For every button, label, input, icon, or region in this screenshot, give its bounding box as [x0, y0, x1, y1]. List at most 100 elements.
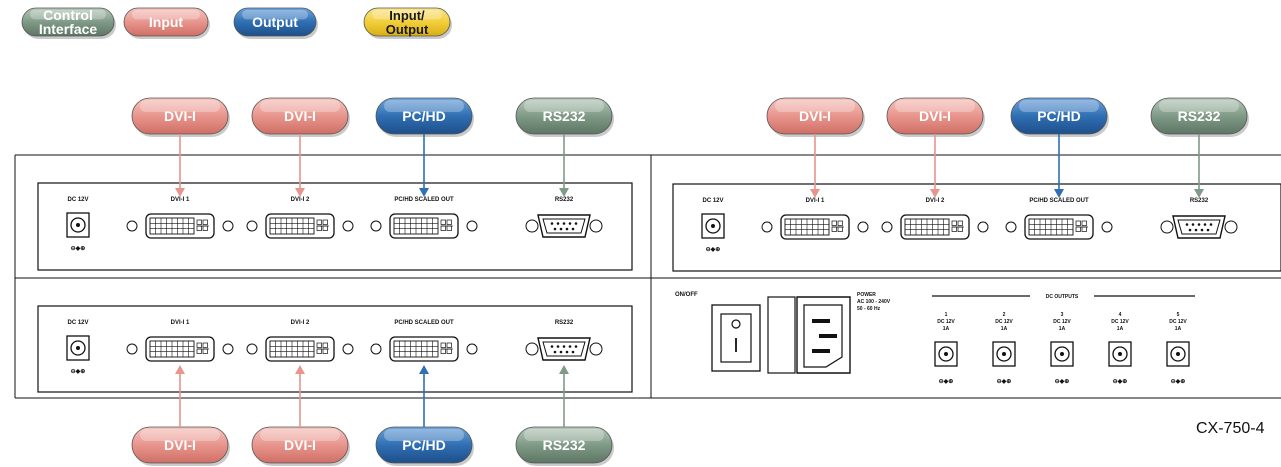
- io-panel-3-rs232-port-pin: [1194, 228, 1198, 232]
- dc-output-3-jack: ⊖◆⊕: [1050, 341, 1074, 385]
- iec-pin-earth: [819, 334, 837, 338]
- legend-pill-output-gloss: [242, 10, 308, 20]
- io-panel-3-dc-jack: ⊖◆⊕: [701, 213, 725, 253]
- bottom-left-arrow-dvi1-head: [175, 365, 185, 374]
- io-panel-1-dvi2-led-right: [342, 220, 354, 232]
- dc-output-4-number: 4: [1119, 312, 1122, 318]
- bottom-left-pill-dvi1: DVI-I: [131, 426, 230, 466]
- top-right-pill-dvi2-gloss: [895, 100, 975, 112]
- legend-pill-output: Output: [233, 7, 318, 39]
- top-right-pill-dvi2: DVI-I: [886, 97, 985, 137]
- legend-pill-input-body: [123, 7, 209, 37]
- io-panel-1-rs232-port-pin: [568, 222, 572, 225]
- top-right-arrow-dvi2-head: [930, 189, 940, 198]
- top-right-pill-pchd-gloss: [1019, 100, 1099, 112]
- dc-output-1-current: 1A: [943, 326, 950, 332]
- legend-pill-io-body: [363, 7, 451, 37]
- top-right-arrow-dvi2: [930, 134, 940, 198]
- io-panel-1-label-rs232: RS232: [555, 197, 574, 203]
- io-panel-3-pchd-port: [1024, 214, 1094, 240]
- io-panel-2-label-pchd-out: PC/HD SCALED OUT: [394, 320, 454, 326]
- io-panel-3-dvi1-led-right: [857, 221, 869, 233]
- top-right-arrow-dvi1: [810, 134, 820, 198]
- io-panel-1-rs232-port-pin: [574, 222, 578, 225]
- top-right-pill-rs232-label: RS232: [1178, 108, 1221, 124]
- power-label-1: POWER: [857, 292, 876, 298]
- io-panel-2-rs232-port-pin: [568, 345, 572, 348]
- io-panel-1-dvi1-led-right: [222, 220, 234, 232]
- legend-pill-input-gloss: [132, 10, 200, 20]
- io-panel-3-dc-jack-pin: [711, 224, 715, 228]
- io-panel-2-pchd-port-analog-pin: [446, 348, 452, 354]
- io-panel-1-pchd-port-analog-pin: [446, 219, 452, 225]
- bottom-left-arrow-dvi1: [175, 365, 185, 427]
- io-panel-2-dvi2-port-analog-pin: [322, 342, 328, 348]
- io-panel-1-rs232-port-screw-right: [589, 219, 603, 233]
- io-panel-2-label-dvi2: DVI-I 2: [291, 320, 310, 326]
- top-right-pill-dvi2-label: DVI-I: [919, 108, 951, 124]
- dc-output-3-number: 3: [1061, 312, 1064, 318]
- legend-pill-control-body: [21, 7, 115, 37]
- io-panel-3-pchd-port-analog-pin: [1075, 220, 1081, 226]
- top-right-pill-dvi1-label: DVI-I: [799, 108, 831, 124]
- io-panel-3-dc-jack-polarity: ⊖◆⊕: [706, 246, 721, 253]
- io-panel-3-dvi2-port-analog-pin: [957, 220, 963, 226]
- bottom-left-pill-pchd-label: PC/HD: [402, 437, 446, 453]
- dc-output-2-jack: ⊖◆⊕: [992, 341, 1016, 385]
- io-panel-2-label-dc12v: DC 12V: [67, 320, 88, 326]
- top-left-pill-dvi2-label: DVI-I: [284, 108, 316, 124]
- io-panel-3-label-dvi2: DVI-I 2: [926, 198, 945, 204]
- io-panel-3-dvi1-port: [780, 214, 850, 240]
- bottom-left-arrow-pchd: [419, 365, 429, 427]
- io-panel-1-dvi1-port-analog-pin: [202, 225, 208, 231]
- io-panel-2-pchd-port-analog-pin: [440, 348, 446, 354]
- io-panel-2-rs232-port-pin: [562, 345, 566, 348]
- io-panel-3-rs232-port-pin: [1203, 223, 1207, 226]
- io-panel-1-rs232-port-face: [542, 218, 586, 234]
- legend-pill-control-label-2: Interface: [39, 21, 98, 37]
- io-panel-3-dvi1-led-left: [761, 221, 773, 233]
- dc-output-2-jack-polarity: ⊖◆⊕: [997, 378, 1012, 385]
- top-right-pill-dvi1: DVI-I: [766, 97, 865, 137]
- io-panel-1-rs232-port-screw-left: [525, 219, 539, 233]
- bottom-left-pill-dvi2-label: DVI-I: [284, 437, 316, 453]
- legend-pill-io: Input/Output: [363, 7, 452, 39]
- io-panel-2-dvi1-port-analog-pin: [196, 348, 202, 354]
- io-panel-1-dvi2-port-analog-pin: [316, 225, 322, 231]
- io-panel-1-dc-jack-pin: [76, 223, 80, 227]
- io-panel-2-pchd-port: [389, 336, 459, 362]
- model-label: CX-750-4: [1196, 420, 1265, 437]
- io-panel-3-rs232-port: [1160, 215, 1238, 239]
- top-left-arrow-dvi2: [295, 134, 305, 197]
- bottom-left-pill-dvi1-label: DVI-I: [164, 437, 196, 453]
- io-panel-2-dvi1-port-analog-pin: [202, 342, 208, 348]
- device-frame: [14, 154, 1281, 399]
- bottom-left-arrow-dvi2-head: [295, 365, 305, 374]
- io-panel-3-pchd-port-analog-pin: [1081, 220, 1087, 226]
- io-panel-2-dvi2-led-left: [246, 343, 258, 355]
- io-panel-2-dvi2-port-analog-pin: [322, 348, 328, 354]
- io-panel-2-dc-jack: ⊖◆⊕: [66, 335, 90, 375]
- top-left-pill-dvi1-label: DVI-I: [164, 108, 196, 124]
- dc-output-3-voltage: DC 12V: [1053, 319, 1071, 325]
- dc-output-2-current: 1A: [1001, 326, 1008, 332]
- bottom-left-pill-pchd: PC/HD: [375, 426, 474, 466]
- top-left-arrow-pchd-head: [419, 188, 429, 197]
- bottom-left-arrow-dvi2: [295, 365, 305, 427]
- iec-pin-live: [812, 319, 830, 323]
- top-left-pill-dvi1-gloss: [140, 100, 220, 112]
- legend-pill-control-label-1: Control: [43, 7, 93, 23]
- dc-output-5-jack: ⊖◆⊕: [1166, 341, 1190, 385]
- io-panel-2-dvi1-port-analog-pin: [202, 348, 208, 354]
- io-panel-2-label-rs232: RS232: [555, 320, 574, 326]
- power-switch-off-mark: [731, 319, 741, 329]
- dc-outputs-title: DC OUTPUTS: [1046, 294, 1079, 300]
- io-panel-2-dvi2-port-analog-pin: [316, 348, 322, 354]
- power-label-2: AC 100 - 240V: [857, 299, 891, 305]
- dc-output-1-jack: ⊖◆⊕: [934, 341, 958, 385]
- io-panel-2-pchd-port-analog-pin: [440, 342, 446, 348]
- io-panel-1-label-dc12v: DC 12V: [67, 197, 88, 203]
- io-panel-3-rs232-port-pin: [1191, 223, 1195, 226]
- io-panel-1-label-dvi1: DVI-I 1: [171, 197, 190, 203]
- io-panel-3-rs232-port-pin: [1185, 223, 1189, 226]
